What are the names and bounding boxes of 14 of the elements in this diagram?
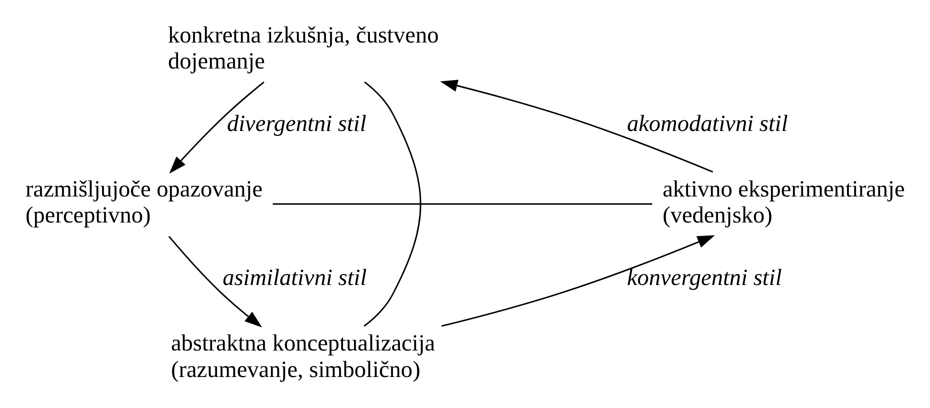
arrow	[168, 236, 262, 328]
edge-label: divergentni stil	[226, 110, 366, 137]
node-text: abstraktna konceptualizacija (razumevanje, simbolično)	[170, 330, 435, 383]
arrow	[168, 82, 264, 174]
connector	[363, 81, 421, 327]
edge-label: akomodativni stil	[626, 110, 788, 137]
arrow	[440, 235, 714, 327]
node-text: razmišljujoče opazovanje (perceptivno)	[25, 176, 262, 229]
node-text: aktivno eksperimentiranje (vedenjsko)	[662, 176, 904, 229]
edge-label: asimilativni stil	[222, 265, 366, 292]
node-text: konkretna izkušnja, čustveno dojemanje	[168, 22, 438, 74]
edge-label: konvergentni stil	[626, 265, 782, 292]
connector	[272, 203, 652, 205]
arrow	[440, 80, 713, 173]
